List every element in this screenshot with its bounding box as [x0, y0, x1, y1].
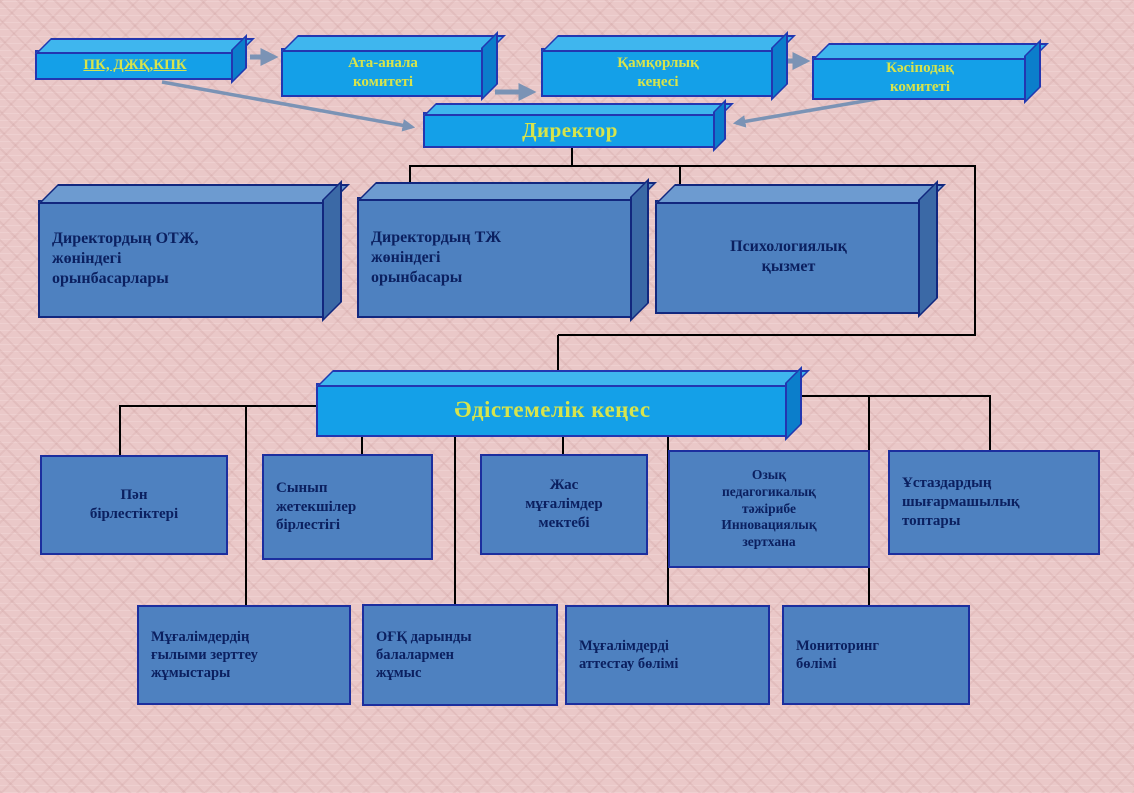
node-teachers-research-work: Мұғалімдердің ғылыми зерттеу жұмыстары: [137, 605, 351, 705]
node-deputy-otj-label: Директордың ОТЖ, жөніндегі орынбасарлары: [52, 230, 199, 287]
node-class-teachers-association-label: Сынып жетекшілер бірлестігі: [276, 479, 357, 534]
node-teacher-attestation-dept: Мұғалімдерді аттестау бөлімі: [565, 605, 770, 705]
node-gifted-children-work: ОҒҚ дарынды балалармен жұмыс: [362, 604, 558, 706]
node-best-practice-innovation-lab-label: Озық педагогикалық тәжірибе Инновациялық…: [721, 466, 817, 550]
arrow-to-director-icon: [732, 95, 889, 128]
node-teachers-creative-groups-label: Ұстаздардың шығармашылық топтары: [902, 475, 1020, 529]
node-pk-djk-kpk: ПК, ДЖҚ,КПК: [35, 50, 235, 80]
node-deputy-otj: Директордың ОТЖ, жөніндегі орынбасарлары: [38, 200, 326, 318]
node-deputy-tj-label: Директордың ТЖ жөніндегі орынбасары: [371, 228, 502, 286]
node-methodical-council: Әдістемелік кеңес: [316, 383, 789, 437]
node-trade-union-committee: Кәсіподақ комитеті: [812, 56, 1028, 100]
node-teachers-creative-groups: Ұстаздардың шығармашылық топтары: [888, 450, 1100, 555]
node-class-teachers-association: Сынып жетекшілер бірлестігі: [262, 454, 433, 560]
node-subject-associations: Пән бірлестіктері: [40, 455, 228, 555]
node-methodical-council-label: Әдістемелік кеңес: [454, 396, 651, 422]
node-young-teachers-school: Жас мұғалімдер мектебі: [480, 454, 648, 555]
node-monitoring-dept: Мониторинг бөлімі: [782, 605, 970, 705]
node-subject-associations-label: Пән бірлестіктері: [89, 487, 179, 522]
node-gifted-children-work-label: ОҒҚ дарынды балалармен жұмыс: [376, 628, 472, 682]
node-young-teachers-school-label: Жас мұғалімдер мектебі: [525, 477, 603, 531]
node-best-practice-innovation-lab: Озық педагогикалық тәжірибе Инновациялық…: [668, 450, 870, 568]
node-trustee-council-label: Қамқорлық кеңесі: [617, 54, 699, 90]
node-deputy-tj: Директордың ТЖ жөніндегі орынбасары: [357, 197, 634, 318]
node-pk-djk-kpk-label: ПК, ДЖҚ,КПК: [83, 56, 187, 73]
node-psychological-service: Психологиялық қызмет: [655, 200, 922, 314]
node-teacher-attestation-dept-label: Мұғалімдерді аттестау бөлімі: [579, 637, 679, 672]
node-director-label: Директор: [522, 117, 618, 142]
node-monitoring-dept-label: Мониторинг бөлімі: [796, 637, 879, 672]
node-trustee-council: Қамқорлық кеңесі: [541, 48, 775, 97]
node-teachers-research-work-label: Мұғалімдердің ғылыми зерттеу жұмыстары: [151, 628, 258, 682]
node-director: Директор: [423, 112, 717, 148]
node-parents-committee: Ата-анала комитеті: [281, 48, 485, 97]
node-trade-union-committee-label: Кәсіподақ комитеті: [886, 60, 954, 95]
node-parents-committee-label: Ата-анала комитеті: [348, 54, 418, 90]
node-psychological-service-label: Психологиялық қызмет: [730, 238, 847, 275]
